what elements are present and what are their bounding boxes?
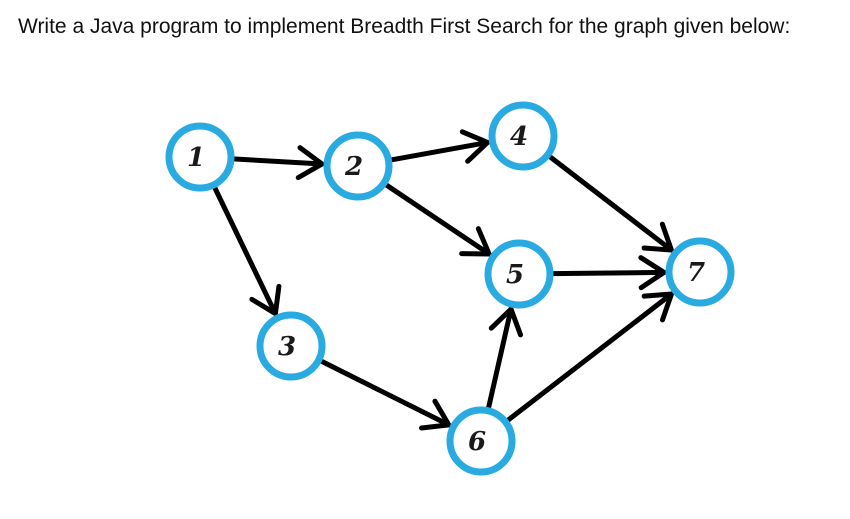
node-circle — [484, 239, 554, 309]
graph-edge-3-6 — [319, 358, 452, 431]
graph-edge-6-5 — [485, 306, 524, 410]
node-label: 4 — [510, 122, 528, 152]
node-circle — [446, 406, 516, 476]
graph-node-6: 6 — [446, 406, 516, 476]
page-title: Write a Java program to implement Breadt… — [18, 15, 791, 38]
node-label: 2 — [344, 152, 363, 182]
node-circle — [488, 101, 558, 171]
node-label: 1 — [187, 143, 205, 173]
node-circle — [323, 131, 393, 201]
node-label: 6 — [468, 427, 486, 457]
graph-node-1: 1 — [165, 122, 235, 192]
graph-node-7: 7 — [665, 237, 735, 307]
graph-edge-2-5 — [384, 182, 492, 257]
node-label: 5 — [506, 260, 524, 290]
graph-edge-2-4 — [390, 129, 491, 164]
node-label: 7 — [687, 258, 705, 288]
graph-node-3: 3 — [256, 311, 326, 381]
node-label: 3 — [278, 332, 296, 362]
graph-edge-6-7 — [505, 291, 674, 423]
graph-node-5: 5 — [484, 239, 554, 309]
graph-node-4: 4 — [488, 101, 558, 171]
graph-edge-1-2 — [232, 145, 325, 181]
node-circle — [256, 311, 326, 381]
node-circle — [165, 122, 235, 192]
graph-edge-4-7 — [547, 154, 674, 253]
graph-node-2: 2 — [323, 131, 393, 201]
node-circle — [665, 237, 735, 307]
graph-edge-5-7 — [551, 255, 667, 291]
graph-edge-1-3 — [212, 185, 282, 317]
